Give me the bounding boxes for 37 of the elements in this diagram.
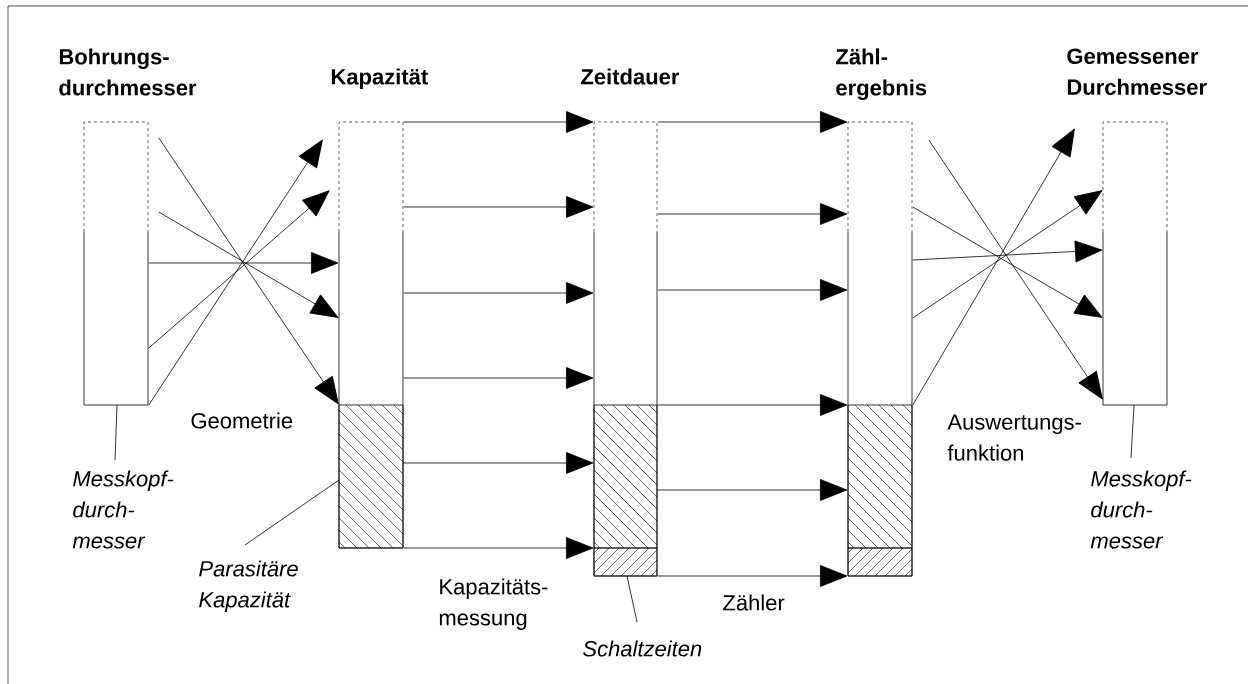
group-label: Zähler — [723, 594, 785, 611]
arrow — [657, 279, 848, 301]
leader-line — [1130, 404, 1135, 459]
group-label: Kapazitäts- messung — [439, 578, 548, 630]
arrow — [657, 394, 848, 416]
arrow — [403, 196, 594, 218]
leader-line — [244, 479, 340, 546]
arrow — [403, 367, 594, 389]
arrow — [403, 282, 594, 304]
italic-caption: Parasitäre Kapazität — [199, 560, 298, 612]
hatched-segment — [338, 404, 404, 549]
arrow — [657, 203, 848, 225]
arrow — [912, 240, 1103, 263]
italic-caption: Schaltzeiten — [583, 640, 702, 657]
column-heading: Zeitdauer — [581, 68, 680, 85]
arrow — [403, 111, 594, 133]
arrow — [657, 479, 848, 501]
leader-line — [626, 575, 638, 623]
column-heading: Zähl- ergebnis — [836, 48, 927, 100]
leader-line — [114, 404, 118, 461]
arrow — [148, 252, 339, 274]
arrow — [158, 211, 339, 318]
column-heading: Kapazität — [331, 68, 428, 89]
arrow — [657, 111, 848, 133]
italic-caption: Messkopf- durch- messer — [1090, 470, 1192, 549]
arrow — [928, 139, 1103, 400]
arrow — [657, 565, 848, 587]
group-label: Auswertungs- funktion — [947, 414, 1081, 461]
arrow — [403, 537, 594, 559]
group-label: Geometrie — [191, 412, 293, 429]
arrow — [402, 452, 594, 474]
arrow — [912, 128, 1075, 406]
column-heading: Bohrungs- durchmesser — [59, 48, 197, 96]
hatched-segment — [593, 547, 658, 577]
column-heading: Gemessener Durchmesser — [1067, 48, 1207, 95]
arrow — [148, 190, 330, 349]
italic-caption: Messkopf- durch- messer — [72, 470, 174, 549]
